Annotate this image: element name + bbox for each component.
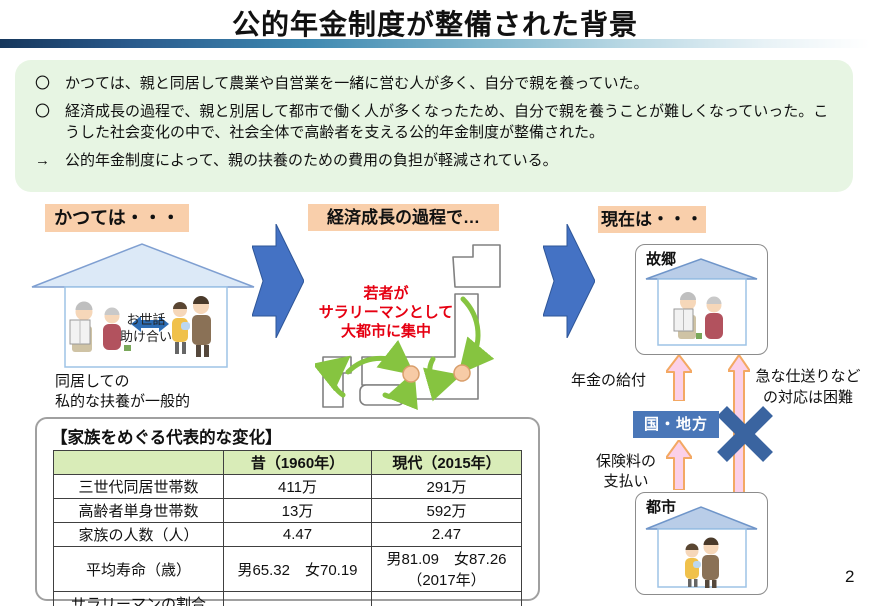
flow-arrow-icon [252, 224, 304, 338]
table-row: サラリーマンの割合（％） 53.4 89.1 （2017年） [53, 591, 522, 606]
row-label: 平均寿命（歳） [53, 546, 224, 592]
house-note-line1: お世話 [126, 312, 166, 327]
pension-benefit-label: 年金の給付 [571, 372, 647, 389]
cell-old: 男65.32 女70.19 [223, 546, 372, 592]
page-number: 2 [845, 567, 855, 586]
row-label: 三世代同居世帯数 [53, 474, 224, 499]
map-note: 若者が サラリーマンとして 大都市に集中 [300, 284, 472, 341]
arrow-marker: → [35, 152, 50, 169]
hometown-box: 故郷 [635, 244, 768, 355]
header-cell: 現代（2015年） [371, 450, 522, 475]
title-underline-bar [0, 39, 870, 48]
bullet-marker: 〇 [35, 103, 51, 120]
table-title: 【家族をめぐる代表的な変化】 [51, 429, 282, 447]
table-row: 高齢者単身世帯数 13万 592万 [53, 498, 522, 523]
premium-line2: 支払い [603, 473, 649, 490]
row-label: サラリーマンの割合（％） [53, 591, 224, 606]
header-cell [53, 450, 224, 475]
hometown-label: 故郷 [646, 251, 677, 268]
cell-new: 291万 [371, 474, 522, 499]
header-cell: 昔（1960年） [223, 450, 372, 475]
cell-old: 4.47 [223, 522, 372, 547]
table-row: 家族の人数（人） 4.47 2.47 [53, 522, 522, 547]
government-box: 国・地方 [633, 411, 719, 438]
flow-arrow-icon [543, 224, 595, 338]
intro-text: 経済成長の過程で、親と別居して都市で働く人が多くなったため、自分で親を養うことが… [65, 103, 829, 141]
past-caption-line1: 同居しての [55, 373, 130, 390]
cross-icon [717, 406, 773, 462]
city-box: 都市 [635, 492, 768, 595]
big-city-dot [453, 364, 471, 382]
cell-new: 男81.09 女87.26 （2017年） [371, 546, 522, 592]
house-note: お世話 助け合い [100, 311, 192, 345]
cell-new: 89.1 （2017年） [371, 591, 522, 606]
city-house-icon [645, 506, 758, 588]
intro-text: かつては、親と同居して農業や自営業を一緒に営む人が多く、自分で親を養っていた。 [65, 75, 649, 92]
migration-arrows-icon [315, 296, 495, 411]
row-label: 家族の人数（人） [53, 522, 224, 547]
pension-up-arrow-icon [666, 355, 692, 401]
premium-line1: 保険料の [595, 453, 656, 470]
house-note-line2: 助け合い [119, 329, 172, 344]
cell-new: 2.47 [371, 522, 522, 547]
map-note-line1: 若者が [363, 285, 409, 302]
past-caption: 同居しての 私的な扶養が一般的 [55, 372, 190, 412]
row-label: 高齢者単身世帯数 [53, 498, 224, 523]
map-note-line3: 大都市に集中 [340, 323, 431, 340]
cell-new: 592万 [371, 498, 522, 523]
table-row: 三世代同居世帯数 411万 291万 [53, 474, 522, 499]
remittance-line1: 急な仕送りなど [755, 368, 861, 385]
premium-note: 保険料の 支払い [586, 452, 666, 492]
intro-text: 公的年金制度によって、親の扶養のための費用の負担が軽減されている。 [65, 152, 558, 169]
remittance-note: 急な仕送りなど の対応は困難 [746, 366, 870, 408]
page-title: 公的年金制度が整備された背景 [231, 9, 638, 40]
past-caption-line2: 私的な扶養が一般的 [55, 393, 191, 410]
bullet-marker: 〇 [35, 75, 51, 92]
premium-up-arrow-icon [666, 440, 692, 490]
intro-item: 〇 経済成長の過程で、親と別居して都市で働く人が多くなったため、自分で親を養うこ… [35, 101, 837, 143]
japan-map-icon [315, 244, 501, 411]
hometown-house-icon [645, 258, 758, 346]
section-label-present: 現在は・・・ [598, 206, 706, 233]
city-label: 都市 [646, 499, 677, 516]
intro-item: 〇 かつては、親と同居して農業や自営業を一緒に営む人が多く、自分で親を養っていた… [35, 73, 837, 94]
cell-old: 411万 [223, 474, 372, 499]
intro-box: 〇 かつては、親と同居して農業や自営業を一緒に営む人が多く、自分で親を養っていた… [15, 60, 853, 192]
family-change-table: 昔（1960年） 現代（2015年） 三世代同居世帯数 411万 291万 高齢… [53, 450, 522, 606]
mutual-help-double-arrow-icon [131, 316, 169, 332]
map-note-line2: サラリーマンとして [318, 304, 454, 321]
remittance-line2: の対応は困難 [762, 389, 853, 406]
cell-old: 53.4 [223, 591, 372, 606]
section-label-growth: 経済成長の過程で… [308, 204, 499, 231]
intro-item: → 公的年金制度によって、親の扶養のための費用の負担が軽減されている。 [35, 150, 837, 171]
big-city-dot [402, 365, 420, 383]
past-house-icon [31, 243, 255, 368]
table-row: 平均寿命（歳） 男65.32 女70.19 男81.09 女87.26 （201… [53, 546, 522, 592]
section-label-past: かつては・・・ [45, 204, 189, 232]
family-change-panel: 【家族をめぐる代表的な変化】 昔（1960年） 現代（2015年） 三世代同居世… [35, 417, 540, 606]
cell-old: 13万 [223, 498, 372, 523]
table-header-row: 昔（1960年） 現代（2015年） [53, 450, 522, 475]
